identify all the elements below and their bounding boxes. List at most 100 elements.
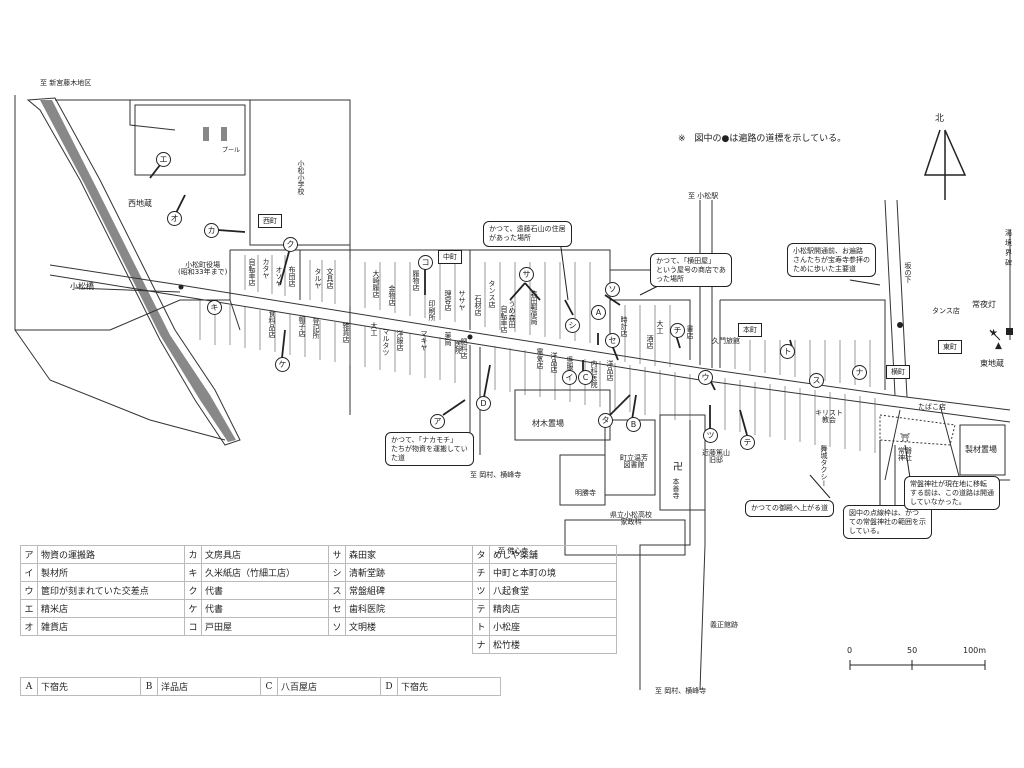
map-marker: ケ	[275, 357, 290, 372]
shop-north: 自転車店	[248, 258, 256, 286]
tansu-label: タンス店	[932, 307, 960, 315]
legend2-value: 洋品店	[157, 677, 261, 696]
legend-value: 代書	[201, 581, 329, 600]
map-marker: ウ	[698, 370, 713, 385]
legend-key: ソ	[328, 617, 346, 636]
legend-table: ア物資の運搬路カ文房具店サ森田家タめしや薬舗イ製材所キ久米紙店（竹細工店）シ清斬…	[20, 545, 617, 654]
meishoji-label: 明勝寺	[575, 489, 596, 497]
shop-south: マキヤ	[420, 330, 428, 351]
direction-komatsu-station: 至 小松駅	[688, 192, 719, 200]
north-label: 北	[935, 114, 945, 124]
district-nishimachi: 西町	[258, 214, 282, 229]
legend-row: エ精米店ケ代書セ歯科医院テ精肉店	[20, 599, 617, 618]
legend-value	[202, 636, 329, 654]
district-nakamachi: 中町	[438, 250, 462, 265]
sakanoshita-label: 坂の下	[904, 262, 912, 283]
legend-row: ウ篋印が刻まれていた交差点ク代書ス常盤組碑ツ八起食堂	[20, 581, 617, 600]
road-sakanoshita	[884, 199, 908, 398]
legend2-key: C	[260, 677, 278, 696]
legend-key: ケ	[184, 599, 202, 618]
yuzakai-1: 湯	[1005, 229, 1012, 237]
shop-south: 電気店	[536, 348, 544, 369]
map-marker: D	[476, 396, 491, 411]
main-road-north-edge	[49, 264, 1011, 411]
legend-value: 中町と本町の境	[489, 563, 617, 582]
shop-south: 時計店	[620, 316, 628, 337]
shop-south: 洋品店	[550, 352, 558, 373]
church-label: キリスト 教会	[815, 409, 843, 424]
henro-markers	[178, 284, 903, 340]
map-marker: セ	[605, 333, 620, 348]
legend-value	[38, 636, 185, 654]
legend-key: コ	[184, 617, 202, 636]
school-block	[249, 99, 351, 246]
shop-south: 洋品店	[606, 360, 614, 381]
bubble-goten: かつての御殿へ上がる道	[745, 500, 834, 517]
legend-key: タ	[472, 545, 490, 564]
school-label: 小松小学校	[297, 160, 305, 195]
map-marker: カ	[204, 223, 219, 238]
legend-key: ナ	[472, 635, 490, 654]
shop-north: 金物店	[388, 285, 396, 306]
legend-value: 代書	[201, 599, 329, 618]
legend-value: 戸田屋	[201, 617, 329, 636]
legend-key: ウ	[20, 581, 38, 600]
shop-north: うめ森田	[508, 300, 516, 328]
legend-value: 物資の運搬路	[37, 545, 185, 564]
shop-north: 森田郵便局	[530, 290, 538, 325]
legend-key: オ	[20, 617, 38, 636]
river-water	[40, 100, 236, 442]
tabako-label: たばこ店	[918, 403, 946, 411]
yuzakai-3: 界	[1005, 249, 1012, 257]
legend-row: オ雑貨店コ戸田屋ソ文明楼ト小松座	[20, 617, 617, 636]
shop-south: 登記所	[312, 318, 320, 339]
shop-south: 書店	[686, 325, 694, 339]
map-marker: ク	[283, 237, 298, 252]
legend-value: 歯科医院	[345, 599, 473, 618]
legend-key: エ	[20, 599, 38, 618]
legend-row: ナ松竹楼	[21, 635, 617, 654]
map-marker: サ	[519, 267, 534, 282]
legend-value: めしや薬舗	[489, 545, 617, 564]
pool-label: プール	[222, 147, 241, 154]
library-label: 町立温芳 図書館	[620, 454, 648, 469]
shop-north: 布団店	[288, 266, 296, 287]
legend-key: セ	[328, 599, 346, 618]
shop-north: 履物店	[412, 270, 420, 291]
shop-north: ササヤ	[458, 290, 466, 311]
shop-north: 印刷所	[428, 300, 436, 321]
map-marker: A	[591, 305, 606, 320]
nishijizo-label: 西地蔵	[128, 199, 152, 208]
bubble-endo: かつて、遠藤石山の住居 があった場所	[483, 221, 572, 247]
map-marker: C	[578, 370, 593, 385]
bubble-nakamochi: かつて、「ナカモチ」 たちが物資を運搬してい た道	[385, 432, 474, 467]
shop-south: 呉服店	[566, 356, 574, 377]
map-marker: イ	[562, 370, 577, 385]
map-marker: ト	[780, 344, 795, 359]
legend-value: 常盤組碑	[345, 581, 473, 600]
direction-bottom-center: 至 岡村、横峰寺	[470, 471, 522, 479]
bubble-tokiwa-move: 常盤神社が現在地に移転 する前は、この道路は開通 していなかった。	[904, 476, 1000, 511]
komatsubashi-label: 小松橋	[70, 282, 94, 291]
svg-text:★: ★	[989, 328, 998, 339]
scale-bar	[849, 660, 986, 670]
direction-top-left: 至 新宮藤木地区	[40, 79, 92, 87]
kondo-house-label: 近藤篤山 旧邸	[702, 449, 730, 464]
map-marker: チ	[670, 323, 685, 338]
district-honmachi: 本町	[738, 323, 762, 338]
legend-value: 清斬堂跡	[345, 563, 473, 582]
legend2-key: A	[20, 677, 38, 696]
legend-value: 小松座	[489, 617, 617, 636]
map-marker: B	[626, 417, 641, 432]
map-marker: タ	[598, 413, 613, 428]
map-marker: ス	[809, 373, 824, 388]
legend2-value: 八百屋店	[277, 677, 381, 696]
legend-key: イ	[20, 563, 38, 582]
map-marker: キ	[207, 300, 222, 315]
legend-key: ア	[20, 545, 38, 564]
shop-north: 石材店	[474, 295, 482, 316]
legend-value: 雑貨店	[37, 617, 185, 636]
